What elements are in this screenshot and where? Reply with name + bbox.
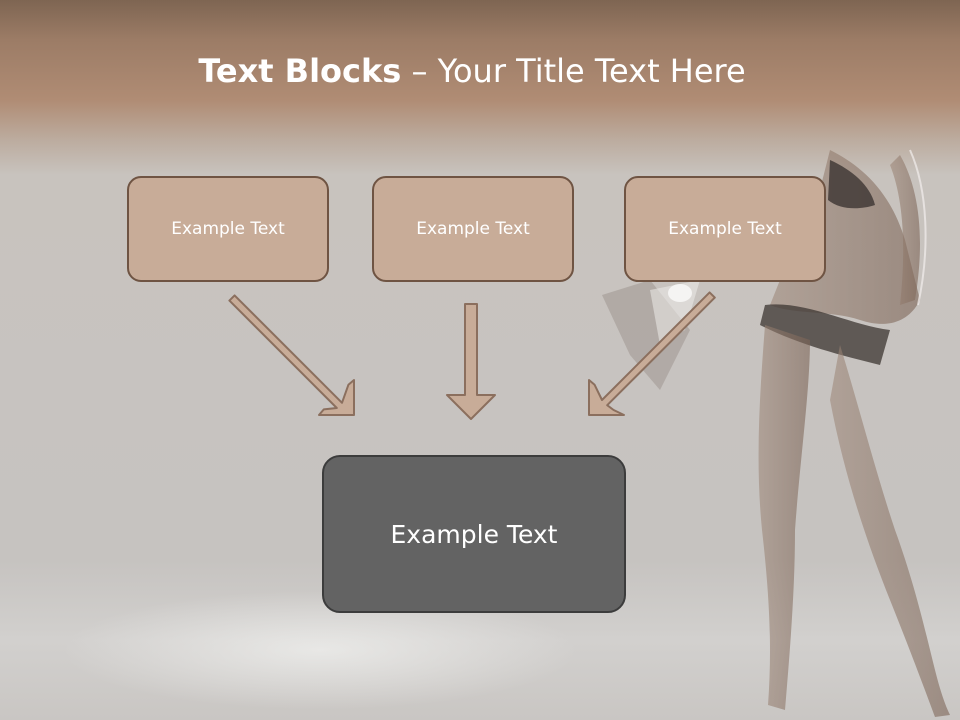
text-block-1-label: Example Text [171, 219, 285, 239]
title-bold-part: Text Blocks [198, 52, 402, 90]
arrow-down-icon [446, 303, 496, 420]
text-block-2-label: Example Text [416, 219, 530, 239]
title-regular-part: – Your Title Text Here [401, 52, 746, 90]
text-block-3-label: Example Text [668, 219, 782, 239]
main-text-block[interactable]: Example Text [322, 455, 626, 613]
text-block-3[interactable]: Example Text [624, 176, 826, 282]
text-block-1[interactable]: Example Text [127, 176, 329, 282]
background-figure-image [602, 149, 950, 717]
arrow-down-left-icon [588, 291, 716, 416]
main-text-block-label: Example Text [390, 519, 558, 549]
text-block-2[interactable]: Example Text [372, 176, 574, 282]
arrow-down-right-icon [228, 294, 355, 416]
slide-title: Text Blocks – Your Title Text Here [0, 52, 944, 90]
